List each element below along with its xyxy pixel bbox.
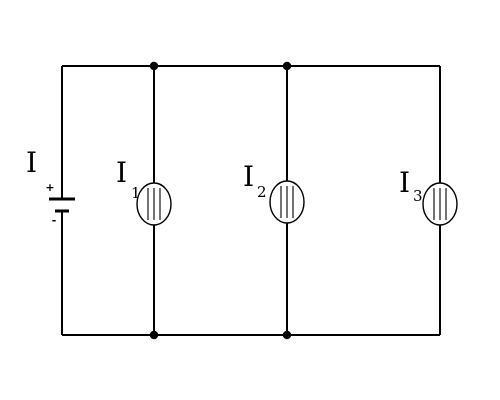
source-current-symbol: I — [26, 146, 37, 179]
battery-negative-sign: - — [52, 214, 57, 227]
lamp-2-symbol — [269, 180, 305, 224]
lamp-3-symbol — [422, 182, 458, 226]
lamp-3-current-symbol: I — [399, 166, 410, 199]
lamp-2-current-subscript: 2 — [257, 183, 267, 201]
lamp-1-current-label: I 1 — [116, 156, 141, 202]
lamp-1-symbol — [136, 182, 172, 226]
junction-bottom-2 — [282, 330, 292, 340]
battery-positive-sign: + — [45, 181, 54, 194]
junction-top-2 — [282, 61, 292, 71]
junction-bottom-1 — [149, 330, 159, 340]
lamp-1-current-subscript: 1 — [131, 184, 141, 202]
battery-cell-symbol: + - — [45, 181, 75, 227]
lamp-1-current-symbol: I — [116, 156, 127, 189]
junction-top-1 — [149, 61, 159, 71]
lamp-2-current-label: I 2 — [243, 160, 267, 201]
lamp-3-current-subscript: 3 — [413, 187, 423, 205]
lamp-2-current-symbol: I — [243, 160, 254, 193]
lamp-3-current-label: I 3 — [399, 166, 423, 205]
source-current-label: I — [26, 146, 37, 179]
